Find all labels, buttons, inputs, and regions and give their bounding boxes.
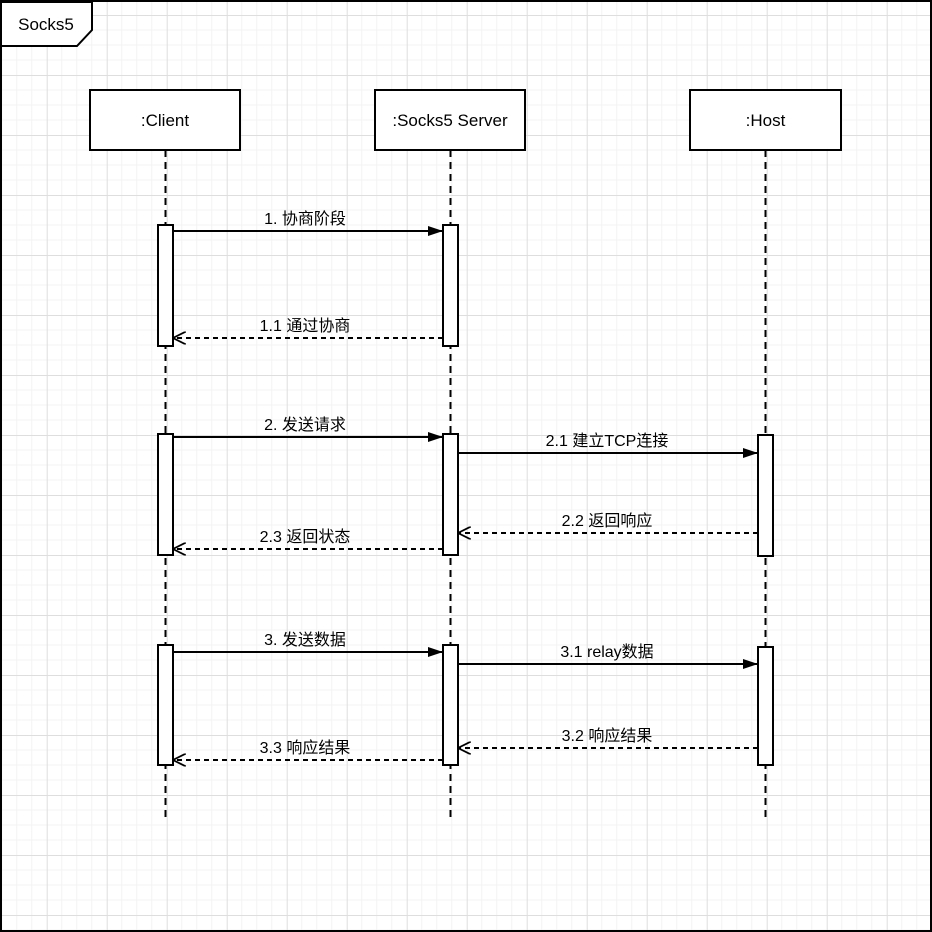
message-1-1-label[interactable]: 1.1 通过协商 bbox=[260, 317, 351, 335]
message-1-label[interactable]: 1. 协商阶段 bbox=[264, 210, 346, 228]
message-2[interactable]: 2. 发送请求 bbox=[173, 416, 443, 442]
frame-title-tab bbox=[0, 1, 93, 47]
message-3-2[interactable]: 3.2 响应结果 bbox=[458, 726, 758, 748]
message-2-label[interactable]: 2. 发送请求 bbox=[264, 416, 346, 434]
lifeline-host[interactable]: :Host bbox=[689, 89, 842, 821]
lifeline-client[interactable]: :Client bbox=[89, 89, 241, 821]
message-3-2-label[interactable]: 3.2 响应结果 bbox=[562, 726, 653, 745]
lifeline-server-header bbox=[374, 89, 526, 151]
message-3-1[interactable]: 3.1 relay数据 bbox=[458, 643, 758, 669]
activation-client-1[interactable] bbox=[157, 224, 174, 347]
frame-title: Socks5 bbox=[18, 15, 74, 34]
lifeline-host-label: :Host bbox=[746, 111, 786, 130]
message-2-1-label[interactable]: 2.1 建立TCP连接 bbox=[546, 432, 669, 450]
message-3[interactable]: 3. 发送数据 bbox=[173, 631, 443, 657]
message-1[interactable]: 1. 协商阶段 bbox=[173, 210, 443, 236]
activation-host-2[interactable] bbox=[757, 434, 774, 557]
lifeline-server-label: :Socks5 Server bbox=[392, 111, 508, 130]
lifeline-server[interactable]: :Socks5 Server bbox=[374, 89, 526, 821]
activation-server-2[interactable] bbox=[442, 433, 459, 556]
lifeline-client-label: :Client bbox=[141, 111, 189, 130]
message-2-3-label[interactable]: 2.3 返回状态 bbox=[260, 528, 351, 546]
message-3-3[interactable]: 3.3 响应结果 bbox=[173, 738, 443, 760]
message-2-2-label[interactable]: 2.2 返回响应 bbox=[562, 511, 653, 530]
message-2-1[interactable]: 2.1 建立TCP连接 bbox=[458, 432, 758, 458]
activation-client-2[interactable] bbox=[157, 433, 174, 556]
activation-server-1[interactable] bbox=[442, 224, 459, 347]
activation-server-3[interactable] bbox=[442, 644, 459, 766]
message-1-1[interactable]: 1.1 通过协商 bbox=[173, 317, 443, 338]
message-2-3[interactable]: 2.3 返回状态 bbox=[173, 528, 443, 549]
message-3-1-label[interactable]: 3.1 relay数据 bbox=[560, 643, 653, 661]
lifeline-client-header bbox=[89, 89, 241, 151]
message-3-label[interactable]: 3. 发送数据 bbox=[264, 631, 346, 649]
activation-host-3[interactable] bbox=[757, 646, 774, 766]
message-2-2[interactable]: 2.2 返回响应 bbox=[458, 511, 758, 533]
message-3-3-label[interactable]: 3.3 响应结果 bbox=[260, 738, 351, 757]
lifeline-host-header bbox=[689, 89, 842, 151]
activation-client-3[interactable] bbox=[157, 644, 174, 766]
